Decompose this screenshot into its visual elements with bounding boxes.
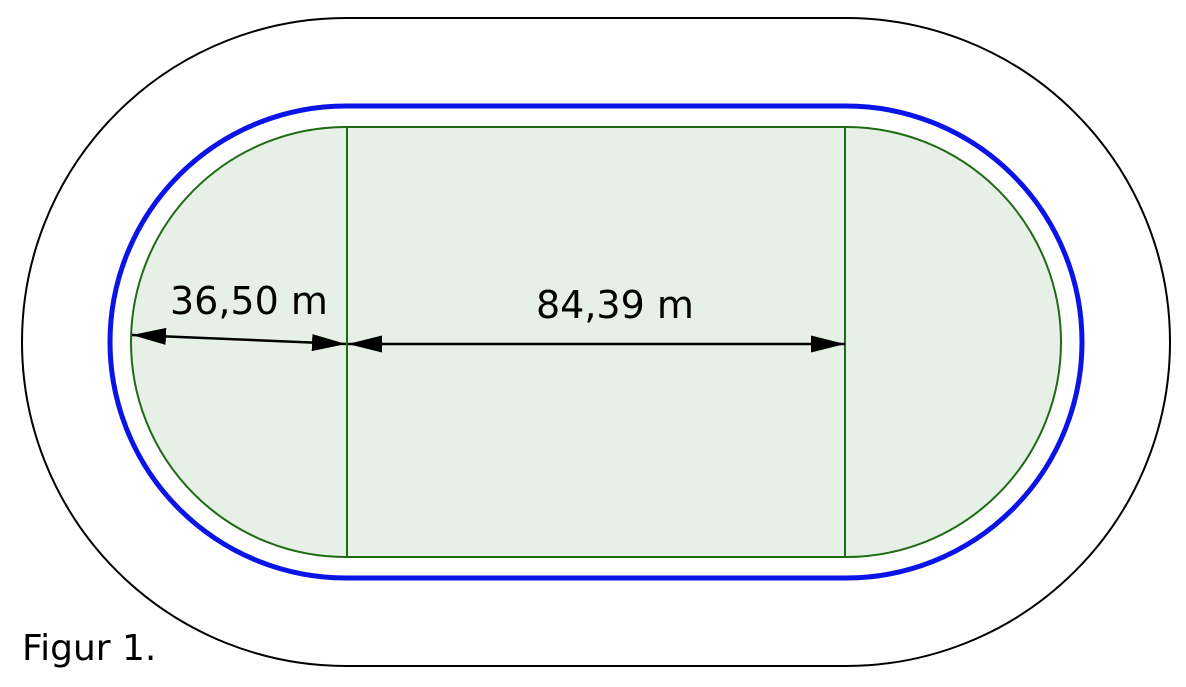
track-lane-line [107, 103, 1085, 581]
figure-caption: Figur 1. [22, 628, 157, 669]
straight-label: 84,39 m [536, 283, 694, 327]
outer-boundary [21, 17, 1171, 667]
radius-label: 36,50 m [170, 279, 328, 323]
radius-dimension-arrow [131, 327, 347, 352]
